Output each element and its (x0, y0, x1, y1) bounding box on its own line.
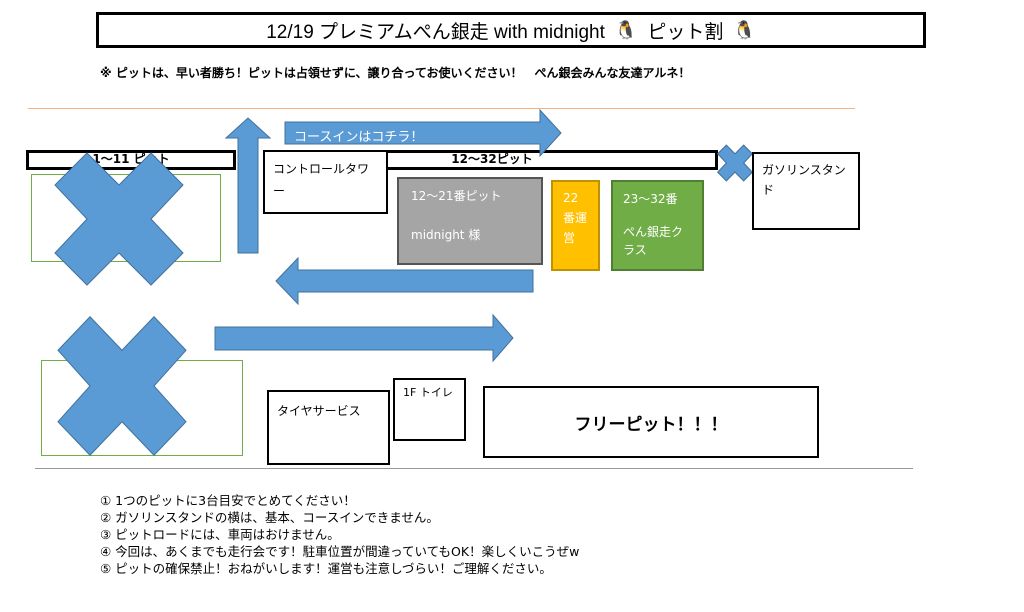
rule-item: ② ガソリンスタンドの横は、基本、コースインできません。 (100, 510, 439, 525)
pit-23-32: 23～32番 ぺん銀走クラス (611, 180, 704, 271)
divider-gray (35, 468, 913, 469)
arrow-right (214, 313, 514, 363)
arrow-course-in (284, 108, 562, 158)
rules-list: ① 1つのピットに3台目安でとめてください！ ② ガソリンスタンドの横は、基本、… (100, 492, 579, 577)
pit-area-left-top (31, 174, 221, 262)
pit-12-21-owner: midnight 様 (411, 228, 481, 242)
title-text: 12/19 プレミアムぺん銀走 with midnight (266, 21, 605, 43)
pit-22-staff: 22番運営 (551, 180, 600, 271)
divider-orange (28, 108, 855, 109)
rule-item: ① 1つのピットに3台目安でとめてください！ (100, 493, 356, 508)
pit-12-21: 12～21番ピット midnight 様 (397, 177, 543, 265)
page-title: 12/19 プレミアムぺん銀走 with midnight 🐧 ピット割 🐧 (96, 12, 926, 48)
close-x-icon (57, 315, 187, 457)
title-suffix: ピット割 (647, 21, 724, 43)
notice-text: ※ ピットは、早い者勝ち！ピットは占領せずに、譲り合ってお使いください！ ぺん銀… (100, 66, 691, 80)
penguin-icon: 🐧 (614, 19, 638, 40)
penguin-icon: 🐧 (733, 19, 756, 40)
rule-item: ④ 今回は、あくまでも走行会です！駐車位置が間違っていてもOK！楽しくいこうぜw (100, 544, 580, 559)
control-tower: コントロールタワー (263, 150, 388, 214)
pit-23-32-class: ぺん銀走クラス (623, 225, 684, 257)
arrow-left (275, 256, 534, 306)
close-x-icon (54, 152, 184, 286)
rule-item: ⑤ ピットの確保禁止！おねがいします！運営も注意しづらい！ご理解ください。 (100, 561, 552, 576)
toilet-1f: 1F トイレ (393, 378, 466, 441)
close-x-icon (716, 144, 754, 182)
pit-23-32-label: 23～32番 (623, 192, 678, 206)
arrow-up (224, 117, 272, 254)
free-pit: フリーピット！！！ (483, 386, 819, 458)
tire-service: タイヤサービス (267, 390, 390, 465)
course-in-label: コースインはコチラ！ (294, 130, 424, 145)
gas-station: ガソリンスタンド (752, 152, 860, 230)
pit-12-21-label: 12～21番ピット (411, 189, 502, 203)
rule-item: ③ ピットロードには、車両はおけません。 (100, 527, 340, 542)
